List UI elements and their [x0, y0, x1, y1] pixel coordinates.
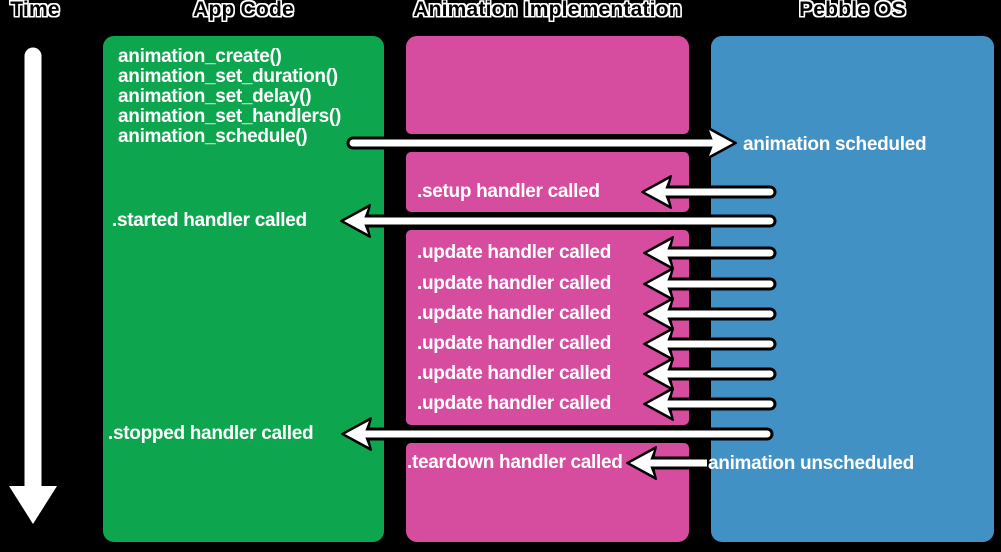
started-handler-label: .started handler called [112, 210, 307, 231]
function-call-animation-set-delay: animation_set_delay() [118, 86, 312, 107]
setup-handler-label: .setup handler called [417, 181, 600, 202]
teardown-handler-label: .teardown handler called [407, 452, 623, 473]
animation-scheduled-label: animation scheduled [743, 134, 927, 155]
update-handler-label-5: .update handler called [417, 363, 612, 384]
animation-implementation-column-segment-1 [403, 33, 692, 137]
function-call-animation-schedule: animation_schedule() [118, 126, 308, 147]
update-handler-label-6: .update handler called [417, 393, 612, 414]
update-handler-label-2: .update handler called [417, 273, 612, 294]
function-call-animation-set-handlers: animation_set_handlers() [118, 106, 341, 127]
function-call-animation-create: animation_create() [118, 46, 282, 67]
app-code-function-calls: animation_create() animation_set_duratio… [118, 47, 341, 147]
update-handler-label-3: .update handler called [417, 303, 612, 324]
time-axis-label: Time [10, 0, 60, 21]
column-header-pebble-os: Pebble OS [799, 0, 906, 21]
stopped-handler-label: .stopped handler called [108, 423, 314, 444]
column-header-app-code: App Code [193, 0, 294, 21]
column-header-animation-implementation: Animation Implementation [413, 0, 682, 21]
time-arrow [2, 44, 64, 531]
function-call-animation-set-duration: animation_set_duration() [118, 66, 338, 87]
app-code-column [100, 33, 387, 545]
animation-unscheduled-label: animation unscheduled [708, 453, 914, 474]
update-handler-label-4: .update handler called [417, 333, 612, 354]
update-handler-label-1: .update handler called [417, 242, 612, 263]
